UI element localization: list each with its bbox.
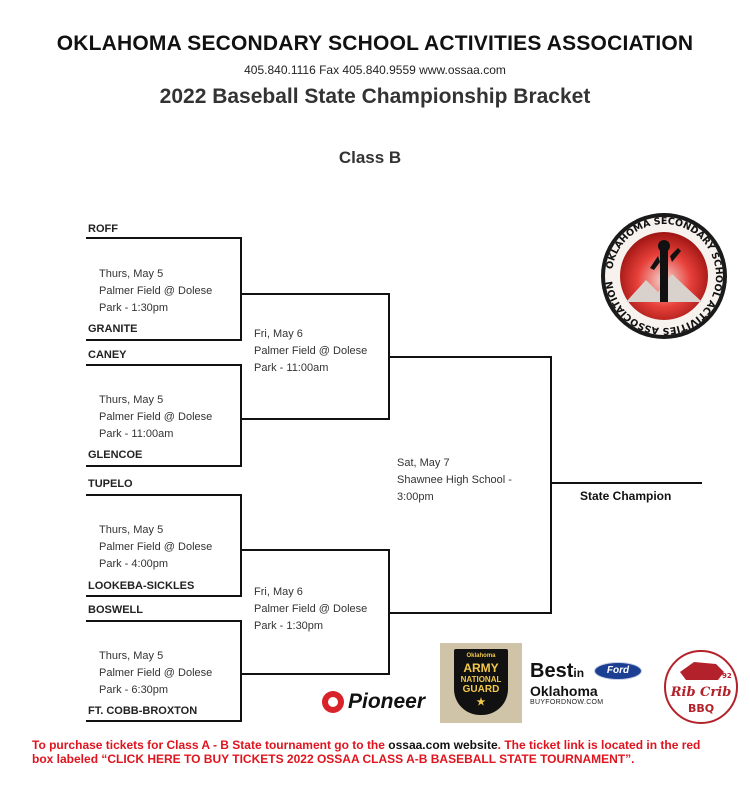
bracket-line <box>86 339 242 341</box>
ticket-info-text: To purchase tickets for Class A - B Stat… <box>32 738 701 766</box>
team-label: GLENCOE <box>88 449 143 461</box>
pioneer-mark-icon <box>322 691 344 713</box>
army-national-guard-logo: Oklahoma ARMY NATIONAL GUARD ★ <box>440 643 522 723</box>
bracket-line <box>390 612 552 614</box>
svg-text:92: 92 <box>722 672 732 680</box>
bracket-line <box>242 549 390 551</box>
guard-shield-icon: Oklahoma ARMY NATIONAL GUARD ★ <box>454 649 508 715</box>
bracket-line <box>552 482 702 484</box>
page-title: OKLAHOMA SECONDARY SCHOOL ACTIVITIES ASS… <box>56 32 694 55</box>
ford-oval-icon: Ford <box>594 662 642 680</box>
bracket-line <box>390 356 552 358</box>
bracket-line <box>86 465 242 467</box>
best-in-oklahoma-logo: Ford Bestin Oklahoma BUYFORDNOW.COM <box>530 660 652 706</box>
bracket-line <box>550 356 552 614</box>
bracket-line <box>86 595 242 597</box>
star-icon: ★ <box>476 697 486 708</box>
bracket-line <box>240 364 242 467</box>
rib-crib-logo: 92 Rib Crib BBQ <box>664 650 738 724</box>
champion-label: State Champion <box>580 489 672 503</box>
team-label: LOOKEBA-SICKLES <box>88 580 195 592</box>
ossaa-logo-icon: OKLAHOMA SECONDARY SCHOOL ACTIVITIES ASS… <box>601 213 727 339</box>
bracket-line <box>242 418 390 420</box>
bracket-line <box>388 549 390 675</box>
bracket-line <box>86 494 242 496</box>
bracket-subtitle: 2022 Baseball State Championship Bracket <box>159 85 591 108</box>
svg-text:Rib Crib: Rib Crib <box>670 685 732 700</box>
team-label: ROFF <box>88 223 118 235</box>
bracket-line <box>240 237 242 341</box>
pioneer-logo: Pioneer <box>322 690 425 714</box>
svg-text:BBQ: BBQ <box>688 702 714 715</box>
team-label: CANEY <box>88 349 127 361</box>
class-label: Class B <box>338 148 402 167</box>
bracket-line <box>86 720 242 722</box>
ossaa-website-link[interactable]: ossaa.com website <box>388 738 498 752</box>
bracket-line <box>388 293 390 420</box>
rib-crib-icon: 92 Rib Crib BBQ <box>664 650 738 724</box>
bracket-line <box>86 620 242 622</box>
team-label: FT. COBB-BROXTON <box>88 705 198 717</box>
team-label: BOSWELL <box>88 604 143 616</box>
contact-line: 405.840.1116 Fax 405.840.9559 www.ossaa.… <box>244 63 506 77</box>
ossaa-logo: OKLAHOMA SECONDARY SCHOOL ACTIVITIES ASS… <box>598 210 730 342</box>
bracket-line <box>242 293 390 295</box>
bracket-line <box>86 364 242 366</box>
bracket-line <box>240 494 242 597</box>
bracket-line <box>242 673 390 675</box>
bracket-line <box>240 620 242 722</box>
team-label: TUPELO <box>88 478 133 490</box>
team-label: GRANITE <box>88 323 138 335</box>
bracket-line <box>86 237 242 239</box>
